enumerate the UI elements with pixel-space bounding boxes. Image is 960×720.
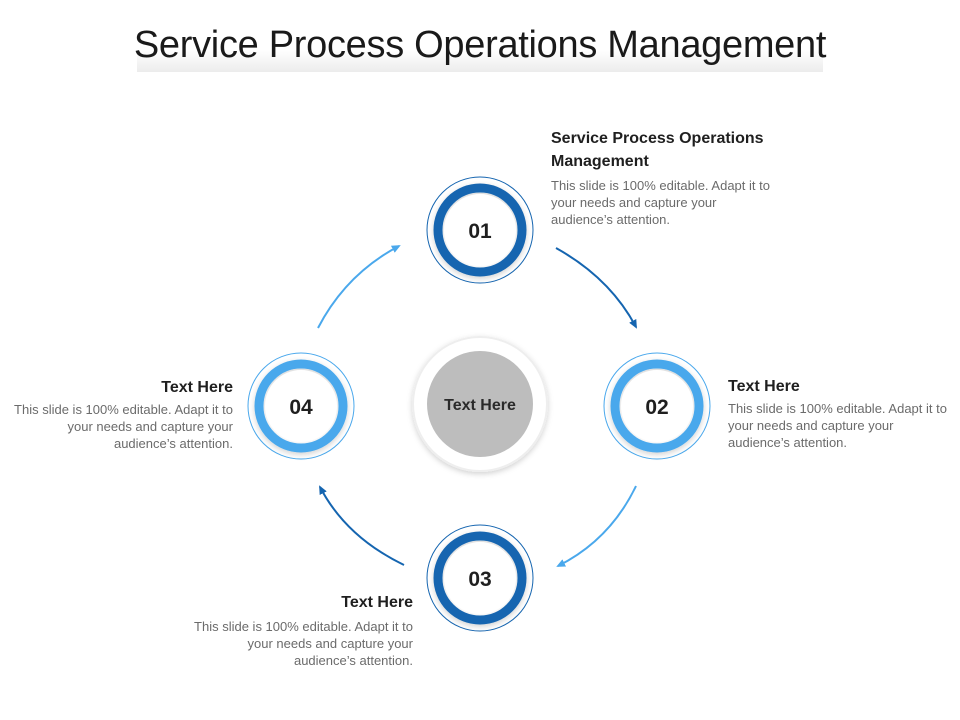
step-node-01: 01 (426, 176, 534, 284)
step-heading-02: Text Here (728, 378, 800, 395)
step-body-01: This slide is 100% editable. Adapt it to… (551, 178, 770, 227)
step-text-02: Text Here This slide is 100% editable. A… (728, 375, 953, 451)
step-number-03: 03 (468, 568, 491, 591)
step-heading-04: Text Here (161, 379, 233, 396)
step-number-02: 02 (645, 396, 668, 419)
step-number-01: 01 (468, 220, 492, 243)
step-heading-03: Text Here (341, 594, 413, 611)
center-node: Text Here (412, 336, 548, 472)
step-text-01: Service Process Operations Management Th… (551, 127, 791, 228)
step-text-04: Text Here This slide is 100% editable. A… (8, 376, 233, 452)
step-node-03: 03 (426, 524, 534, 632)
step-node-04: 04 (247, 352, 355, 460)
arrow-04-to-01 (317, 245, 401, 329)
title-underline-band (137, 22, 823, 72)
step-body-04: This slide is 100% editable. Adapt it to… (14, 402, 233, 451)
step-body-02: This slide is 100% editable. Adapt it to… (728, 401, 947, 450)
step-number-04: 04 (289, 396, 313, 419)
step-text-03: Text Here This slide is 100% editable. A… (188, 591, 413, 669)
arrow-01-to-02 (555, 247, 637, 329)
step-heading-01: Service Process Operations Management (551, 130, 764, 170)
center-label: Text Here (444, 397, 516, 414)
arrow-03-to-04 (319, 485, 405, 566)
step-body-03: This slide is 100% editable. Adapt it to… (194, 619, 413, 668)
arrow-02-to-03 (556, 485, 637, 567)
slide-title: Service Process Operations Management (133, 24, 827, 66)
step-node-02: 02 (603, 352, 711, 460)
